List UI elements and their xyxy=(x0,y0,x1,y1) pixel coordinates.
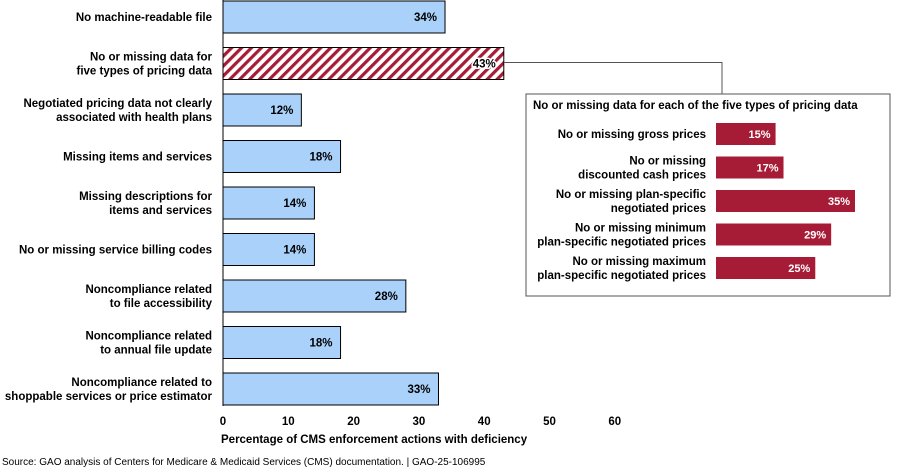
bar-value-label-3: 12% xyxy=(270,105,293,117)
inset-bar-2 xyxy=(716,156,784,179)
inset-chart: No or missing data for each of the five … xyxy=(525,93,891,297)
bar-4 xyxy=(222,140,342,173)
bar-value-label-1: 34% xyxy=(414,12,437,24)
callout-connector xyxy=(503,62,723,94)
x-axis-label: Percentage of CMS enforcement actions wi… xyxy=(221,434,528,446)
bar-3 xyxy=(222,93,302,127)
bar-2 xyxy=(222,47,505,80)
bar-value-label-7: 28% xyxy=(375,291,398,303)
inset-bar-value-label-2: 17% xyxy=(756,163,778,175)
category-label-6: No or missing service billing codes xyxy=(19,245,212,257)
inset-title: No or missing data for each of the five … xyxy=(533,100,858,112)
inset-bar-1 xyxy=(716,123,776,145)
bar-value-label-9: 33% xyxy=(407,384,430,396)
x-tick-label-5: 40 xyxy=(478,416,491,428)
inset-bar-value-label-3: 35% xyxy=(828,196,850,208)
bar-value-label-2: 43% xyxy=(473,59,496,71)
source-note: Source: GAO analysis of Centers for Medi… xyxy=(2,457,486,468)
inset-bar-value-label-4: 29% xyxy=(804,230,826,242)
inset-bar-3 xyxy=(716,190,855,212)
bar-5 xyxy=(222,186,315,220)
bar-value-label-8: 18% xyxy=(310,338,333,350)
x-tick-label-6: 50 xyxy=(543,416,556,428)
x-tick-label-2: 10 xyxy=(282,416,295,428)
inset-category-label-1: No or missing gross prices xyxy=(558,129,706,141)
inset-bar-value-label-1: 15% xyxy=(749,129,771,141)
bar-value-label-5: 14% xyxy=(283,198,306,210)
inset-bar-4 xyxy=(716,223,832,246)
bar-value-label-6: 14% xyxy=(283,245,306,257)
main-chart: 34% No machine-readable file 43% No or miss… xyxy=(5,0,505,406)
x-tick-label-3: 20 xyxy=(347,416,360,428)
bar-chart-svg: 34% No machine-readable file 43% No or miss… xyxy=(5,0,891,446)
bar-value-label-4: 18% xyxy=(310,152,333,164)
bar-1 xyxy=(222,0,446,34)
category-label-4: Missing items and services xyxy=(63,152,212,164)
bar-6 xyxy=(222,233,315,266)
bar-9 xyxy=(222,372,439,406)
callout-line xyxy=(503,62,723,94)
bar-7 xyxy=(222,279,407,313)
x-tick-label-7: 60 xyxy=(608,416,621,428)
inset-bar-value-label-5: 25% xyxy=(788,263,810,275)
category-label-1: No machine-readable file xyxy=(76,12,212,24)
x-tick-label-1: 0 xyxy=(220,416,226,428)
inset-bar-5 xyxy=(716,257,816,279)
x-tick-label-4: 30 xyxy=(413,416,426,428)
